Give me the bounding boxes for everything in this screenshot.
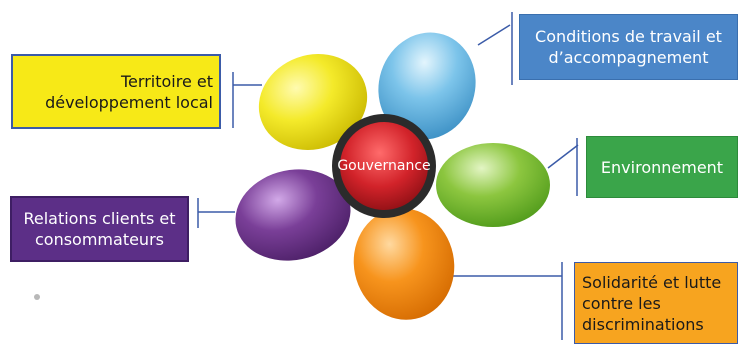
label-solidarite: Solidarité et lutte contre les discrimin… [574, 262, 738, 344]
petal-solidarite [353, 208, 455, 320]
label-territoire: Territoire et développement local [11, 54, 221, 129]
petal-relations [235, 169, 351, 261]
petal-conditions [378, 32, 476, 140]
label-relations: Relations clients et consommateurs [10, 196, 189, 262]
label-conditions: Conditions de travail et d’accompagnemen… [519, 14, 738, 80]
connector-environnement [547, 144, 579, 169]
petal-territoire [258, 53, 368, 151]
label-environnement: Environnement [586, 136, 738, 198]
decorative-dot-icon [34, 294, 40, 300]
connector-conditions [477, 24, 511, 46]
center-circle [340, 122, 428, 210]
petal-environnement [436, 143, 550, 227]
center-label: Gouvernance [337, 158, 431, 174]
